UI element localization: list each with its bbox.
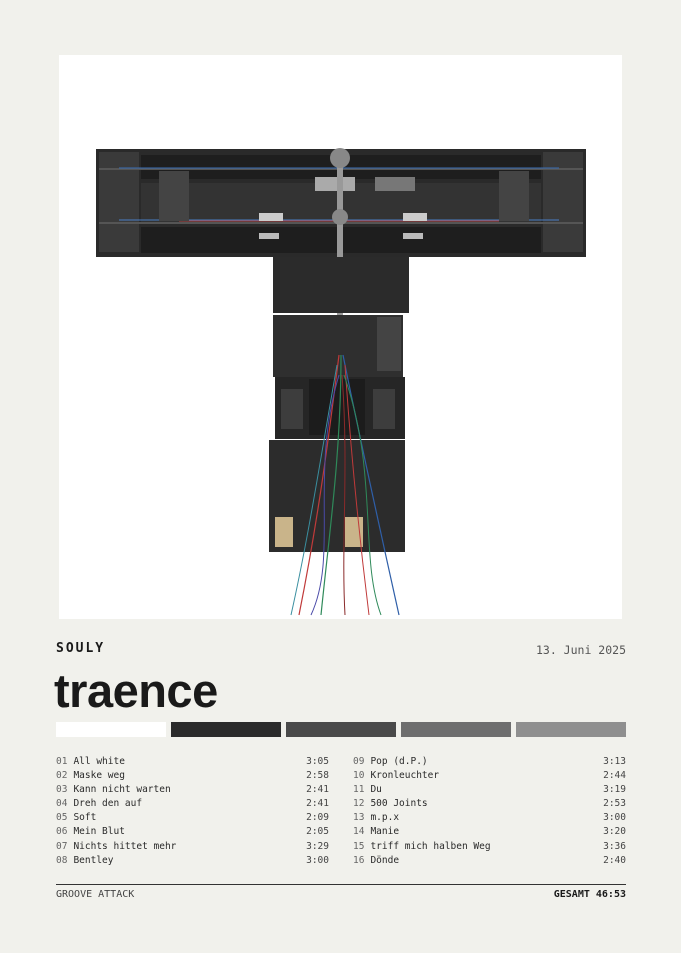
speaker-stack-t-image: [96, 148, 586, 616]
track-number: 16: [353, 854, 365, 866]
track-number: 07: [56, 840, 68, 852]
track-duration: 2:58: [306, 770, 329, 782]
track-duration: 3:36: [603, 840, 626, 852]
color-palette: [56, 722, 626, 737]
palette-swatch: [286, 722, 396, 737]
track-row: 14 Manie 3:20: [353, 825, 626, 839]
tracklist: 01 All white 3:05 02 Maske weg 2:58 03 Kann n…: [56, 755, 626, 868]
track-title: Soft: [73, 812, 97, 824]
track-duration: 3:05: [306, 756, 329, 767]
total-duration: GESAMT 46:53: [553, 889, 626, 900]
palette-swatch: [56, 722, 166, 737]
track-row: 02 Maske weg 2:58: [56, 769, 329, 783]
track-row: 07 Nichts hittet mehr 3:29: [56, 840, 329, 854]
album-artwork: [59, 55, 622, 619]
track-number: 11: [353, 784, 365, 796]
track-duration: 2:53: [603, 798, 626, 810]
track-duration: 3:20: [603, 826, 626, 838]
track-number: 09: [353, 756, 365, 767]
track-title: Mein Blut: [73, 826, 125, 838]
track-title: Du: [370, 784, 382, 796]
track-duration: 3:00: [306, 854, 329, 866]
track-duration: 2:41: [306, 798, 329, 810]
track-title: Nichts hittet mehr: [73, 840, 177, 852]
track-duration: 3:00: [603, 812, 626, 824]
track-title: m.p.x: [370, 812, 400, 824]
footer-divider: [56, 884, 626, 885]
track-title: Dreh den auf: [73, 798, 143, 810]
record-label: GROOVE ATTACK: [56, 889, 135, 900]
track-number: 08: [56, 854, 68, 866]
track-title: Dönde: [370, 854, 400, 866]
track-number: 02: [56, 770, 68, 782]
track-duration: 2:05: [306, 826, 329, 838]
track-number: 13: [353, 812, 365, 824]
track-row: 15 triff mich halben Weg 3:36: [353, 840, 626, 854]
track-duration: 2:40: [603, 854, 626, 866]
track-number: 01: [56, 756, 68, 767]
track-number: 12: [353, 798, 365, 810]
track-number: 05: [56, 812, 68, 824]
track-row: 09 Pop (d.P.) 3:13: [353, 755, 626, 769]
track-number: 15: [353, 840, 365, 852]
tracklist-column-left: 01 All white 3:05 02 Maske weg 2:58 03 Kann n…: [56, 755, 329, 868]
track-number: 14: [353, 826, 365, 838]
track-duration: 2:09: [306, 812, 329, 824]
artist-name: SOULY: [56, 641, 106, 656]
album-title: traence: [54, 664, 218, 717]
track-number: 04: [56, 798, 68, 810]
palette-swatch: [516, 722, 626, 737]
track-duration: 3:19: [603, 784, 626, 796]
release-date: 13. Juni 2025: [535, 643, 626, 657]
track-title: Maske weg: [73, 770, 125, 782]
track-title: Kann nicht warten: [73, 784, 171, 796]
track-duration: 3:13: [603, 756, 626, 767]
track-row: 10 Kronleuchter 2:44: [353, 769, 626, 783]
palette-swatch: [401, 722, 511, 737]
track-title: Bentley: [73, 854, 114, 866]
track-duration: 2:41: [306, 784, 329, 796]
track-row: 05 Soft 2:09: [56, 811, 329, 825]
track-title: triff mich halben Weg: [370, 840, 491, 852]
track-row: 11 Du 3:19: [353, 783, 626, 797]
track-row: 06 Mein Blut 2:05: [56, 825, 329, 839]
track-title: 500 Joints: [370, 798, 428, 810]
track-title: Pop (d.P.): [370, 756, 428, 767]
track-number: 10: [353, 770, 365, 782]
track-row: 13 m.p.x 3:00: [353, 811, 626, 825]
track-title: Manie: [370, 826, 400, 838]
track-duration: 3:29: [306, 840, 329, 852]
track-row: 12 500 Joints 2:53: [353, 797, 626, 811]
track-title: All white: [73, 756, 125, 767]
track-number: 03: [56, 784, 68, 796]
track-title: Kronleuchter: [370, 770, 440, 782]
track-duration: 2:44: [603, 770, 626, 782]
track-number: 06: [56, 826, 68, 838]
palette-swatch: [171, 722, 281, 737]
track-row: 16 Dönde 2:40: [353, 854, 626, 868]
tracklist-column-right: 09 Pop (d.P.) 3:13 10 Kronleuchter 2:44 11 Du…: [353, 755, 626, 868]
track-row: 04 Dreh den auf 2:41: [56, 797, 329, 811]
track-row: 08 Bentley 3:00: [56, 854, 329, 868]
track-row: 01 All white 3:05: [56, 755, 329, 769]
track-row: 03 Kann nicht warten 2:41: [56, 783, 329, 797]
